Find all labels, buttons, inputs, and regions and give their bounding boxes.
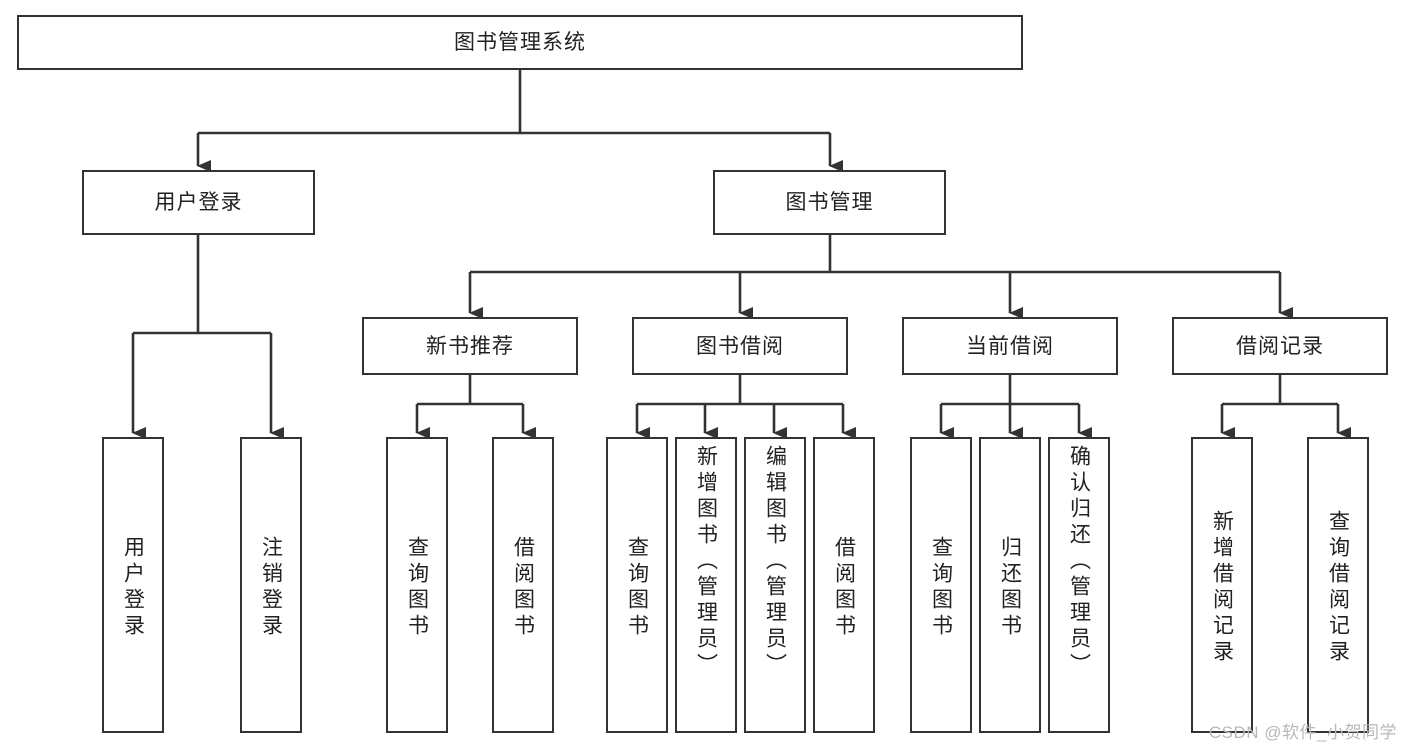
- node-label: 图书借阅: [696, 334, 784, 358]
- node-leaf-borrow-book-borrow[interactable]: 借阅图书: [813, 437, 875, 733]
- node-leaf-logout[interactable]: 注销登录: [240, 437, 302, 733]
- node-label: 查询图书: [625, 536, 649, 640]
- node-label: 新书推荐: [426, 334, 514, 358]
- node-label: 确认归还（管理员）: [1067, 445, 1091, 679]
- node-label: 编辑图书（管理员）: [763, 445, 787, 679]
- node-current-borrowing[interactable]: 当前借阅: [902, 317, 1118, 375]
- node-label: 用户登录: [121, 536, 145, 640]
- node-root-book-management-system[interactable]: 图书管理系统: [17, 15, 1023, 70]
- node-leaf-query-book-current[interactable]: 查询图书: [910, 437, 972, 733]
- node-leaf-add-book-admin[interactable]: 新增图书（管理员）: [675, 437, 737, 733]
- node-label: 用户登录: [154, 191, 243, 214]
- node-label: 查询图书: [405, 536, 429, 640]
- csdn-watermark: CSDN @软件_小贺同学: [1208, 723, 1397, 742]
- node-leaf-confirm-return-admin[interactable]: 确认归还（管理员）: [1048, 437, 1110, 733]
- node-leaf-query-borrow-record[interactable]: 查询借阅记录: [1307, 437, 1369, 733]
- node-label: 图书管理: [785, 191, 874, 214]
- node-label: 借阅图书: [511, 536, 535, 640]
- node-leaf-query-book-new-rec[interactable]: 查询图书: [386, 437, 448, 733]
- node-leaf-edit-book-admin[interactable]: 编辑图书（管理员）: [744, 437, 806, 733]
- node-leaf-query-book-borrow[interactable]: 查询图书: [606, 437, 668, 733]
- node-user-login[interactable]: 用户登录: [82, 170, 315, 235]
- node-book-management[interactable]: 图书管理: [713, 170, 946, 235]
- node-label: 借阅记录: [1236, 334, 1324, 358]
- node-label: 新增图书（管理员）: [694, 445, 718, 679]
- node-leaf-borrow-book-new-rec[interactable]: 借阅图书: [492, 437, 554, 733]
- node-label: 图书管理系统: [454, 31, 586, 54]
- node-leaf-user-login[interactable]: 用户登录: [102, 437, 164, 733]
- node-leaf-add-borrow-record[interactable]: 新增借阅记录: [1191, 437, 1253, 733]
- node-label: 查询借阅记录: [1326, 510, 1350, 666]
- node-new-book-recommendation[interactable]: 新书推荐: [362, 317, 578, 375]
- node-label: 查询图书: [929, 536, 953, 640]
- node-label: 注销登录: [259, 536, 283, 640]
- node-label: 新增借阅记录: [1210, 510, 1234, 666]
- node-label: 归还图书: [998, 536, 1022, 640]
- node-label: 借阅图书: [832, 536, 856, 640]
- node-leaf-return-book[interactable]: 归还图书: [979, 437, 1041, 733]
- node-label: 当前借阅: [966, 334, 1054, 358]
- node-borrowing-record[interactable]: 借阅记录: [1172, 317, 1388, 375]
- node-book-borrowing[interactable]: 图书借阅: [632, 317, 848, 375]
